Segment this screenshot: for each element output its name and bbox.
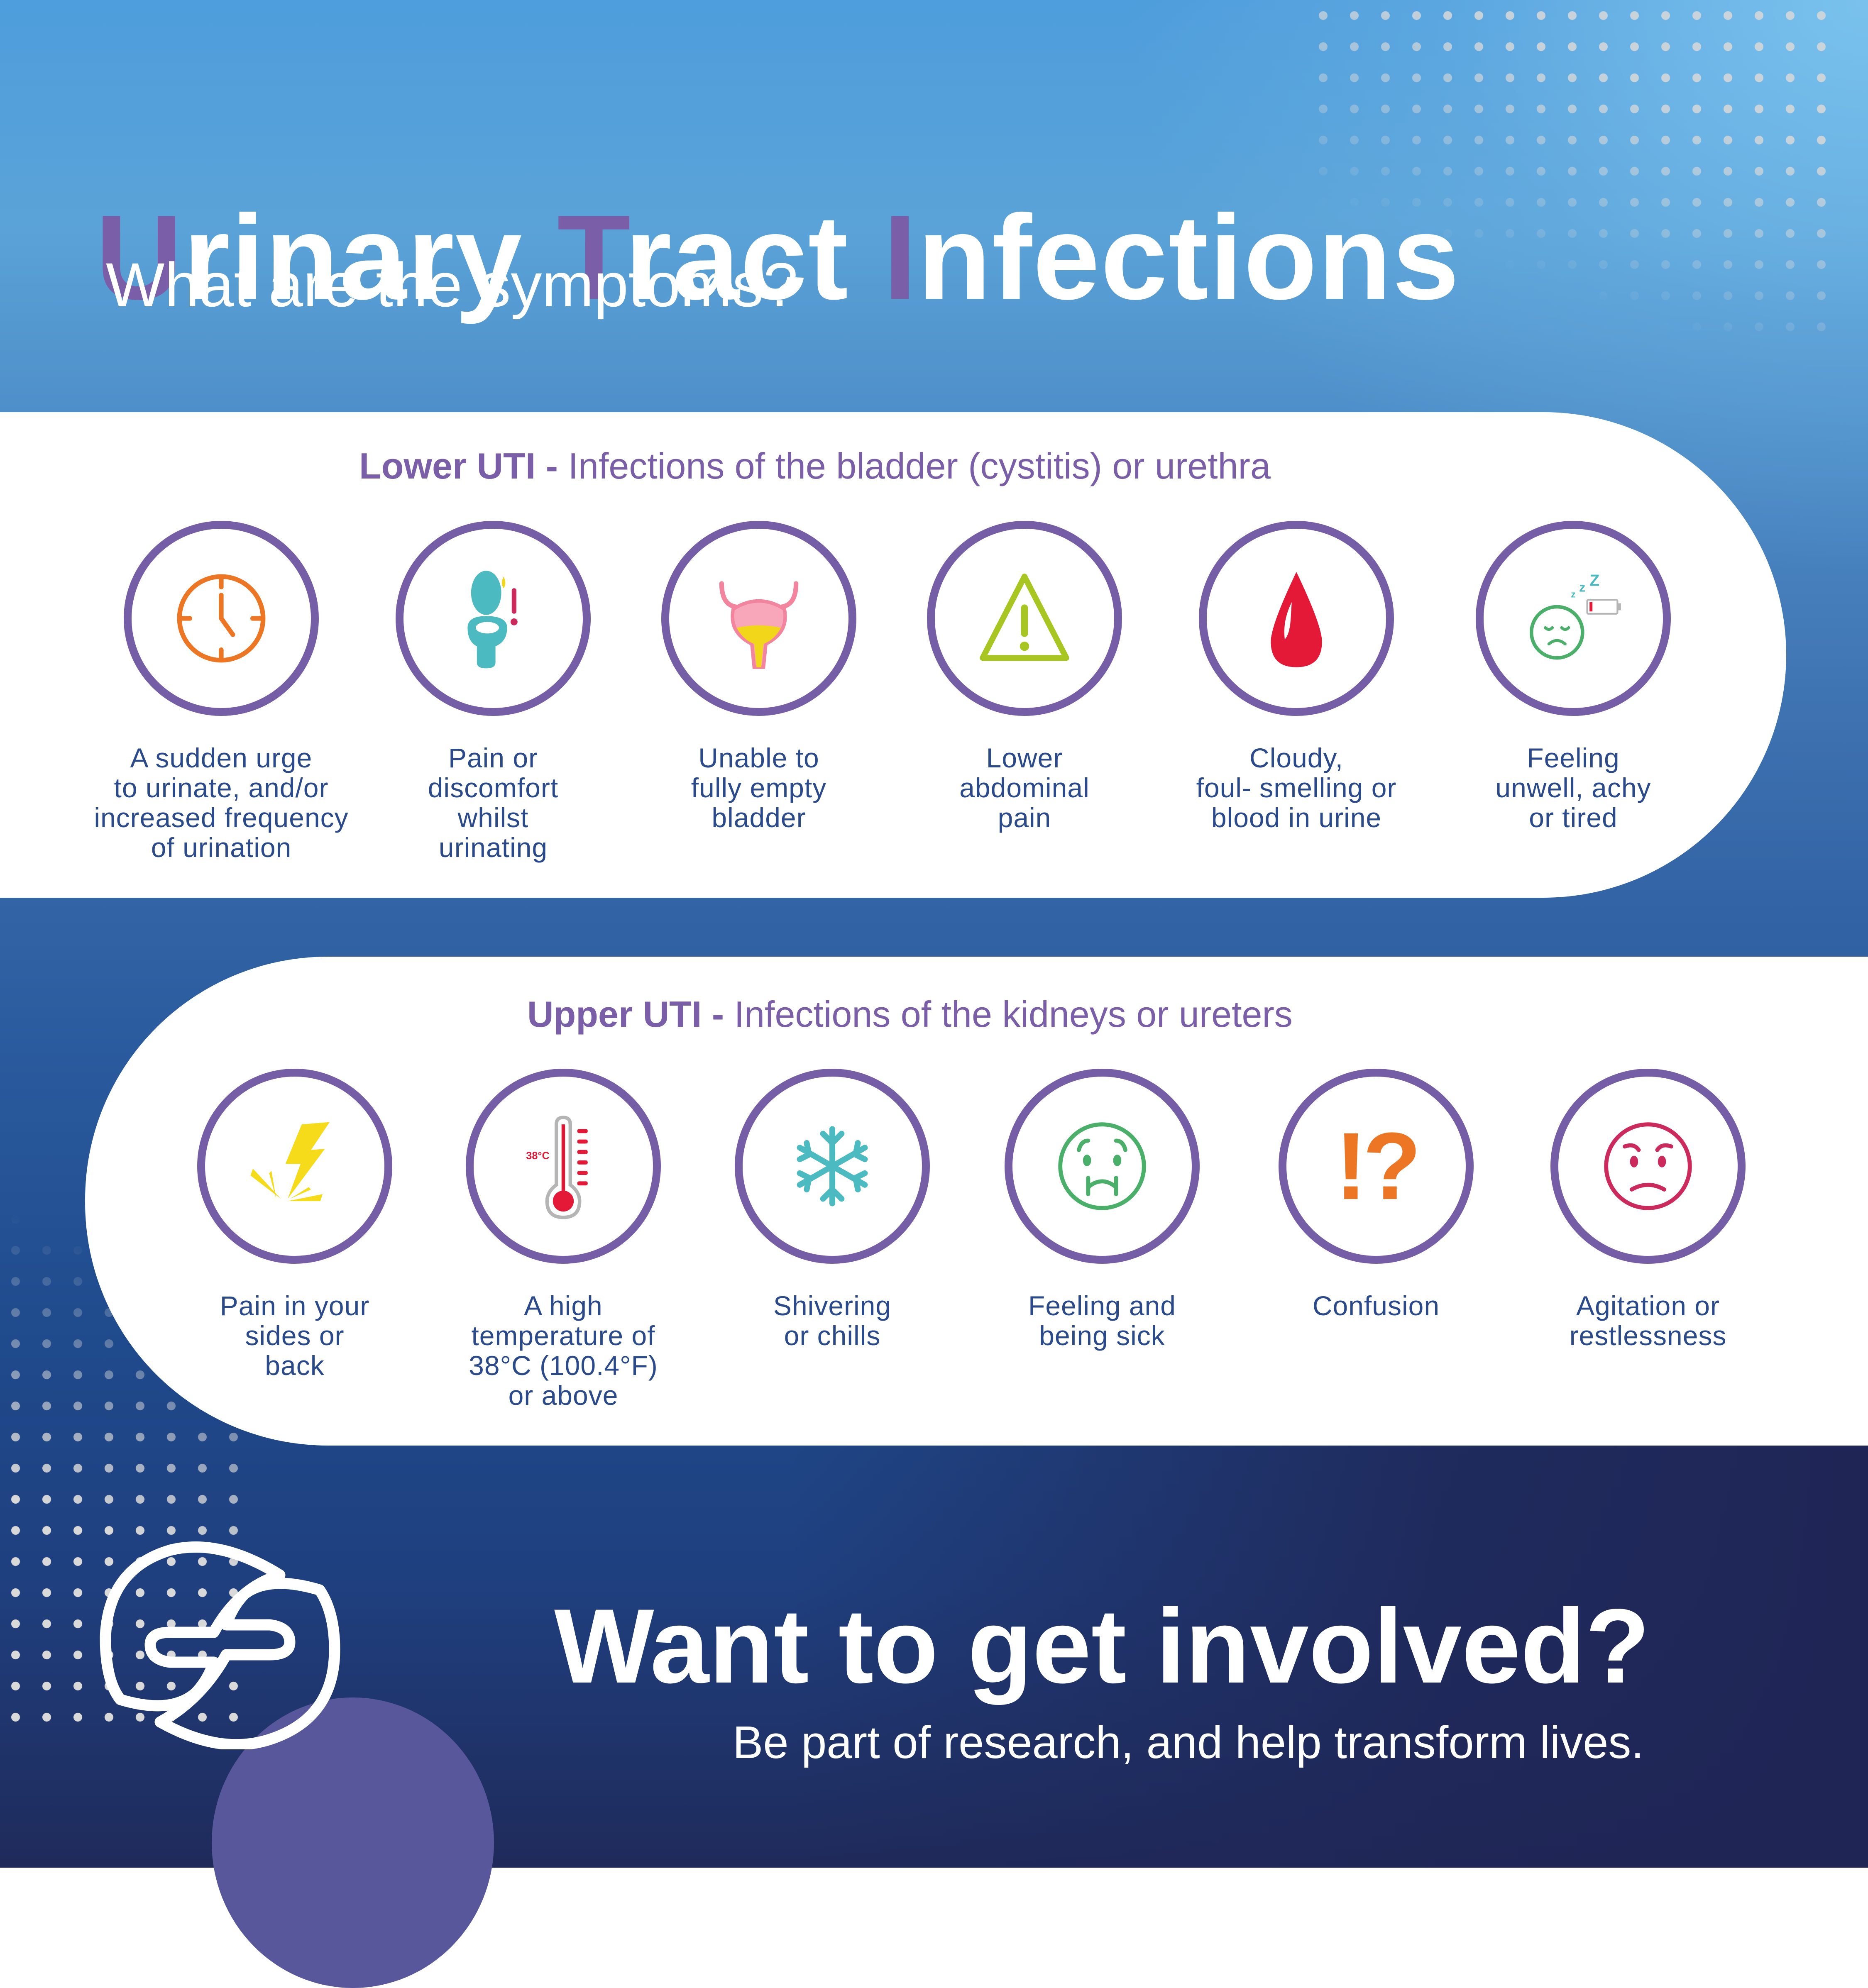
interrobang-icon: !? (1335, 1113, 1421, 1219)
blood-drop-icon (1271, 572, 1322, 667)
page-title: Urinary Tract Infections (95, 188, 1460, 327)
lower-uti-heading: Lower UTI - Infections of the bladder (c… (359, 445, 1271, 487)
symptom-circle: 38°C (466, 1069, 661, 1264)
symptom-label: Pain in your sides or back (220, 1290, 370, 1381)
symptom-item-urge: A sudden urge to urinate, and/or increas… (88, 521, 354, 862)
symptom-label: Lower abdominal pain (959, 742, 1090, 833)
symptom-label: Confusion (1312, 1290, 1440, 1321)
title-word-infections: nfections (917, 190, 1460, 325)
title-word-tract: ract (625, 190, 883, 325)
cta-title: Want to get involved? (554, 1587, 1650, 1705)
symptom-item-empty-bladder: Unable to fully empty bladder (626, 521, 892, 833)
symptom-circle (124, 521, 319, 716)
upper-uti-heading-bold: Upper UTI - (527, 994, 724, 1035)
symptom-item-high-temperature: 38°C A high temperature of 38°C (100.4°F… (430, 1069, 696, 1410)
title-word-urinary: rinary (183, 190, 557, 325)
clock-icon (177, 574, 266, 663)
lower-uti-heading-bold: Lower UTI - (359, 445, 558, 486)
symptom-circle (927, 521, 1122, 716)
symptom-item-shivering: Shivering or chills (699, 1069, 965, 1351)
org-logo-icon (100, 1541, 340, 1749)
warning-triangle-icon (980, 574, 1069, 661)
cta-subtitle: Be part of research, and help transform … (733, 1717, 1644, 1768)
symptom-circle: !? (1279, 1069, 1474, 1264)
svg-text:z: z (1571, 589, 1575, 600)
symptom-label: A high temperature of 38°C (100.4°F) or … (469, 1290, 658, 1411)
snowflake-icon (797, 1126, 868, 1206)
symptom-circle (396, 521, 591, 716)
symptom-label: Cloudy, foul- smelling or blood in urine (1196, 742, 1397, 833)
svg-text:Z: Z (1589, 572, 1599, 590)
symptom-item-unwell: z z Z Feeling unwell, achy or tired (1440, 521, 1706, 833)
tired-face-battery-icon: z z Z (1530, 572, 1621, 660)
upper-uti-heading: Upper UTI - Infections of the kidneys or… (527, 993, 1293, 1036)
symptom-item-pain-urinating: Pain or discomfort whilst urinating (360, 521, 626, 862)
symptom-label: A sudden urge to urinate, and/or increas… (94, 742, 349, 863)
title-initial-t: T (557, 190, 625, 325)
symptom-circle (735, 1069, 930, 1264)
title-initial-u: U (95, 190, 183, 325)
upper-uti-heading-desc: Infections of the kidneys or ureters (724, 994, 1293, 1035)
symptom-label: Feeling and being sick (1028, 1290, 1176, 1351)
symptom-label: Shivering or chills (773, 1290, 892, 1351)
bladder-icon (719, 581, 799, 669)
svg-text:z: z (1579, 580, 1585, 595)
symptom-circle (661, 521, 856, 716)
symptom-circle (1550, 1069, 1746, 1264)
dot-pattern-top-right (1308, 0, 1847, 332)
symptom-item-side-pain: Pain in your sides or back (162, 1069, 428, 1380)
lightning-pain-icon (250, 1122, 330, 1201)
sick-face-icon (1058, 1122, 1146, 1210)
symptom-label: Pain or discomfort whilst urinating (428, 742, 559, 863)
toilet-icon (467, 571, 518, 669)
symptom-item-abdominal-pain: Lower abdominal pain (892, 521, 1157, 833)
symptom-circle (1199, 521, 1394, 716)
symptom-item-agitation: Agitation or restlessness (1515, 1069, 1781, 1351)
symptom-circle: z z Z (1476, 521, 1671, 716)
symptom-label: Agitation or restlessness (1569, 1290, 1727, 1351)
symptom-label: Feeling unwell, achy or tired (1495, 742, 1651, 833)
symptom-item-cloudy-urine: Cloudy, foul- smelling or blood in urine (1164, 521, 1429, 833)
symptom-circle (1005, 1069, 1200, 1264)
symptom-item-sick: Feeling and being sick (969, 1069, 1235, 1351)
svg-text:38°C: 38°C (526, 1150, 549, 1162)
symptom-circle (197, 1069, 392, 1264)
title-initial-i: I (883, 190, 918, 325)
angry-face-icon (1604, 1122, 1692, 1210)
page-subtitle: What are the symptoms? (106, 250, 798, 320)
lower-uti-heading-desc: Infections of the bladder (cystitis) or … (558, 445, 1271, 486)
thermometer-icon: 38°C (526, 1116, 588, 1219)
symptom-item-confusion: !? Confusion (1243, 1069, 1509, 1321)
symptom-label: Unable to fully empty bladder (691, 742, 827, 833)
